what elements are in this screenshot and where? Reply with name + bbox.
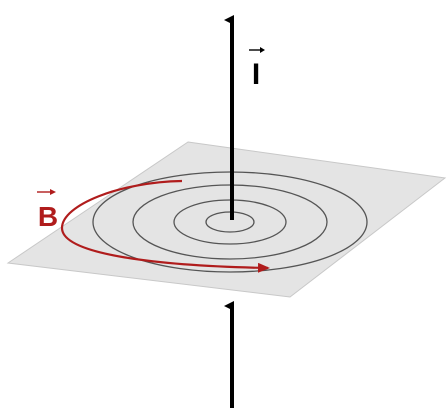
current-label: I [249, 47, 265, 91]
plane [6, 141, 447, 298]
current-label-text: I [252, 58, 260, 91]
field-direction-arrow [60, 179, 270, 273]
field-label-text: B [38, 201, 58, 232]
field-label: B [37, 189, 58, 232]
